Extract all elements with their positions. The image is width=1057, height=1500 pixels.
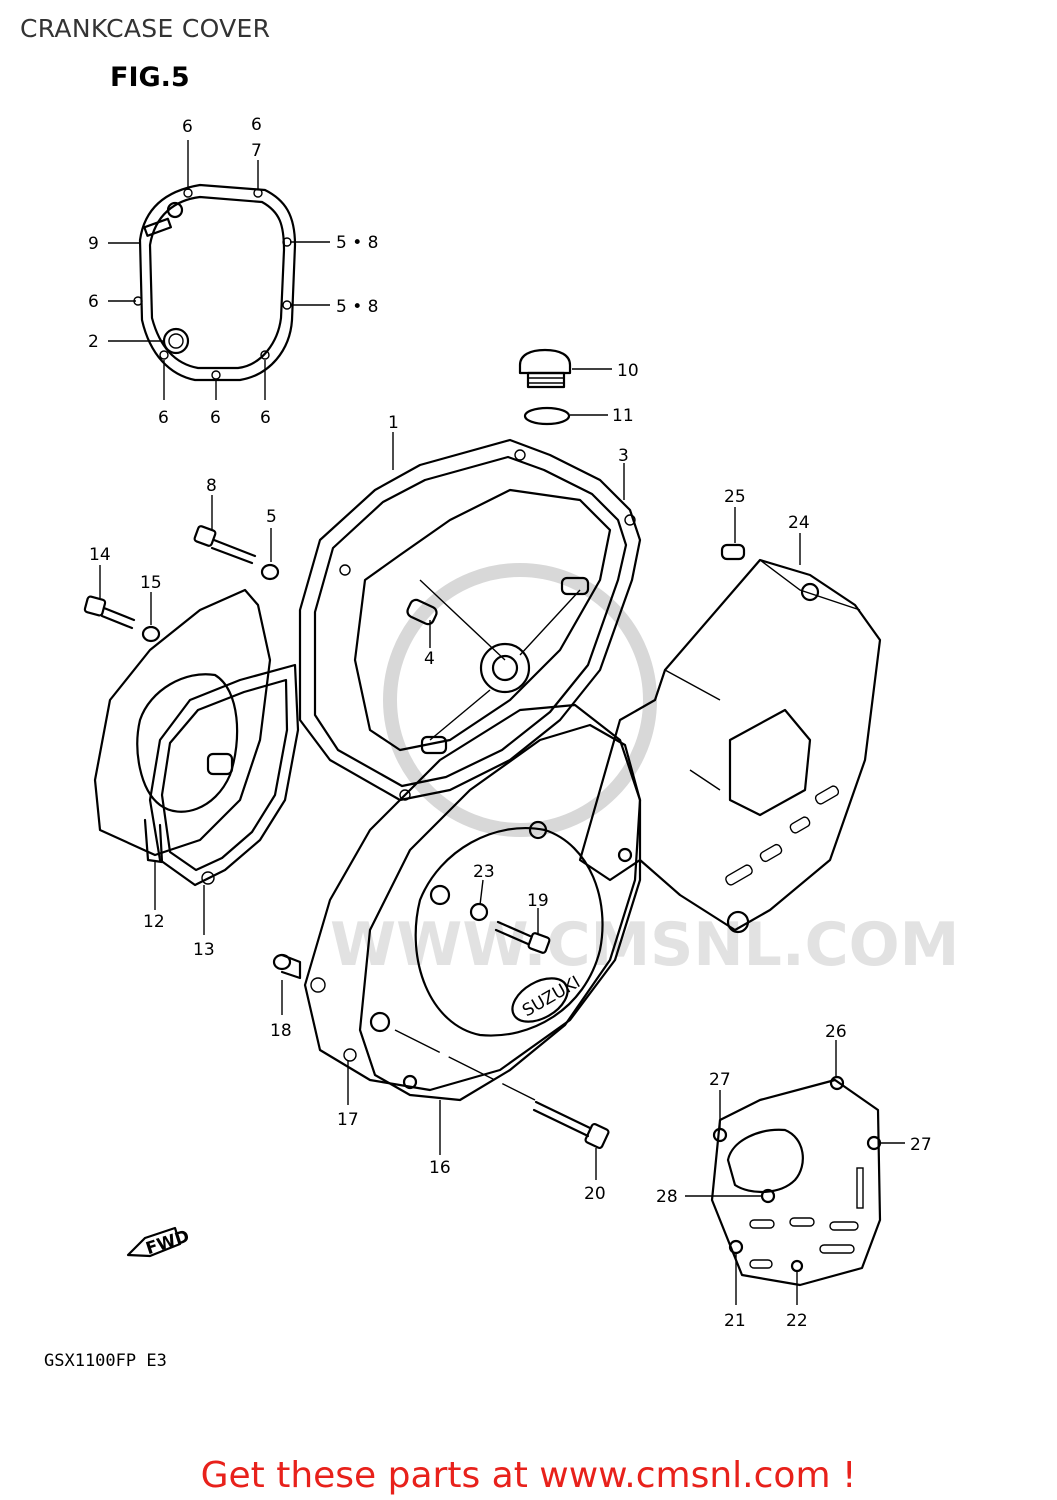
part-label: 7 (251, 141, 262, 161)
part-label: 11 (612, 406, 634, 426)
starter-cover (93, 588, 272, 864)
part-label: 21 (724, 1311, 746, 1331)
part-label: 20 (584, 1184, 606, 1204)
part-label: 13 (193, 940, 215, 960)
part-label: 6 (158, 408, 169, 428)
part-label: 4 (424, 649, 435, 669)
watermark: WWW.CMSNL.COM (330, 563, 959, 980)
part-label: 28 (656, 1187, 678, 1207)
dowel-pin-18 (272, 953, 302, 980)
part-label: 8 (206, 476, 217, 496)
part-label: 2 (88, 332, 99, 352)
part-label: 5 • 8 (336, 233, 378, 253)
part-label: 19 (527, 891, 549, 911)
part-label: 6 (210, 408, 221, 428)
part-label: 17 (337, 1110, 359, 1130)
part-label: 1 (388, 413, 399, 433)
part-label: 6 (260, 408, 271, 428)
part-label: 16 (429, 1158, 451, 1178)
dowel-pin-23 (720, 543, 746, 561)
part-label: 15 (140, 573, 162, 593)
part-label: 26 (825, 1022, 847, 1042)
clutch-cover-gasket (133, 183, 297, 382)
leader-lines (99, 140, 905, 1305)
fwd-label: FWD (143, 1226, 191, 1259)
part-label: 10 (617, 361, 639, 381)
starter-cover-gasket (148, 663, 300, 887)
forward-direction-arrow: FWD (126, 1226, 192, 1259)
clutch-cover (298, 438, 642, 802)
oil-filler-cap (518, 348, 572, 426)
footer-cta[interactable]: Get these parts at www.cmsnl.com ! (0, 1455, 1057, 1496)
crankcase-cover-22 (578, 558, 882, 934)
part-label: 5 (266, 507, 277, 527)
part-label: 9 (88, 234, 99, 254)
part-label: 6 (88, 292, 99, 312)
small-cover-plate (710, 1075, 882, 1287)
cmsnl-link[interactable]: Get these parts at www.cmsnl.com ! (200, 1455, 857, 1496)
watermark-text: WWW.CMSNL.COM (330, 910, 959, 980)
page-title: CRANKCASE COVER (20, 14, 271, 43)
bolt-8 (193, 525, 280, 581)
part-label: 24 (788, 513, 810, 533)
bolt-14 (83, 595, 161, 643)
part-label: 3 (618, 446, 629, 466)
part-label: 27 (709, 1070, 731, 1090)
part-label: 22 (786, 1311, 808, 1331)
part-label: 25 (724, 487, 746, 507)
generator-cover-gasket (303, 703, 642, 1092)
part-label: 27 (910, 1135, 932, 1155)
part-label: 6 (182, 117, 193, 137)
part-label: 12 (143, 912, 165, 932)
model-code: GSX1100FP E3 (44, 1351, 167, 1371)
part-label: 6 (251, 115, 262, 135)
part-label: 14 (89, 545, 111, 565)
bolt-20 (394, 1029, 610, 1149)
part-label: 18 (270, 1021, 292, 1041)
bolt-19 (469, 902, 551, 954)
part-number-labels: 6 6 7 9 5 • 8 6 5 • 8 2 6 6 6 10 11 1 3 … (88, 115, 932, 1331)
figure-number: FIG.5 (110, 62, 190, 93)
part-label: 23 (473, 862, 495, 882)
part-label: 5 • 8 (336, 297, 378, 317)
